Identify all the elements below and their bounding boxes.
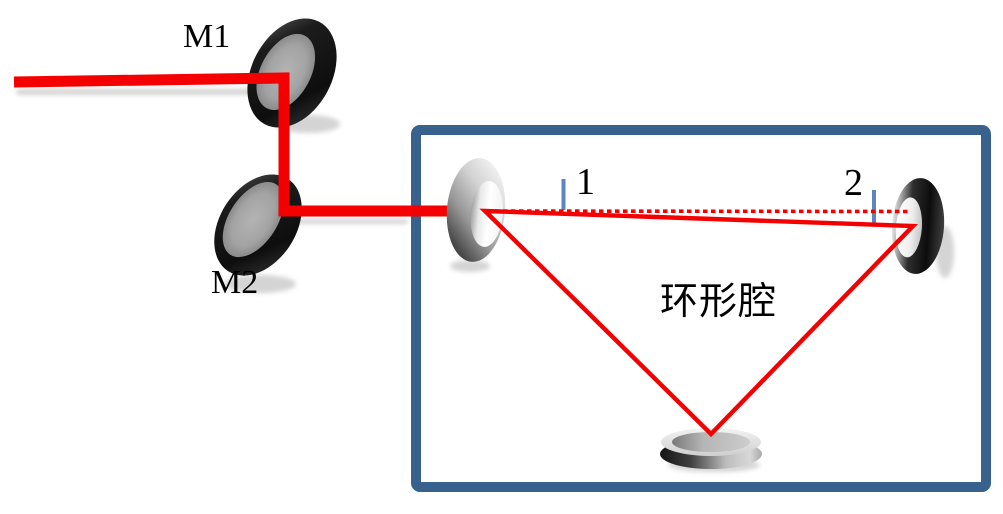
mirror-shadow xyxy=(224,275,296,293)
label-mirror-m2: M2 xyxy=(211,264,259,301)
beam-shadow xyxy=(294,219,408,224)
cavity-mirror-bottom-icon xyxy=(660,428,762,469)
beam-shadow xyxy=(16,89,258,95)
shadows xyxy=(16,89,954,472)
label-marker-2: 2 xyxy=(844,162,863,204)
steering-mirror-m1-icon xyxy=(247,18,337,128)
label-mirror-m1: M1 xyxy=(183,18,231,55)
cavity-beam-triangle xyxy=(479,208,919,438)
ring-cavity-box xyxy=(411,125,991,492)
input-laser-beam xyxy=(13,72,470,217)
label-marker-1: 1 xyxy=(576,161,595,203)
label-ring-cavity: 环形腔 xyxy=(660,281,778,323)
mirror-shadow xyxy=(450,260,490,272)
cavity-beam-dotted xyxy=(486,209,909,214)
